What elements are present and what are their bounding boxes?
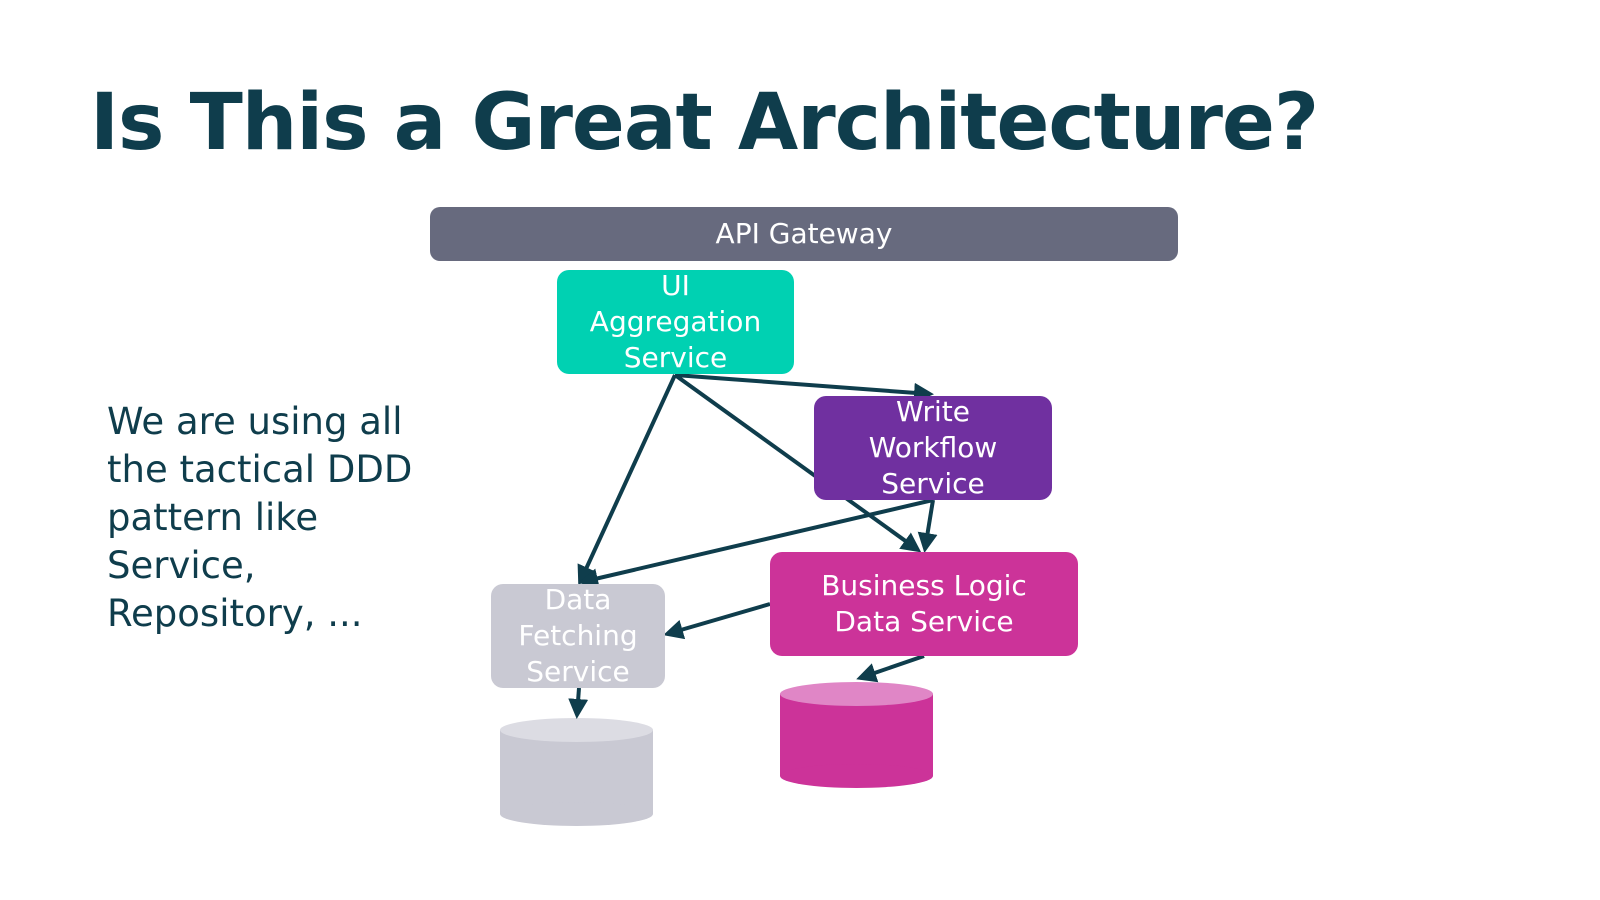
database-icon-data-fetching	[500, 718, 653, 826]
write-workflow-service-box: Write Workflow Service	[814, 395, 1052, 500]
data-fetching-service-box: Data Fetching Service	[491, 583, 665, 688]
arrow-ui-to-write	[674, 373, 934, 403]
arrow-business-to-datafetch	[663, 602, 771, 640]
arrow-business-to-db	[856, 654, 925, 683]
ui-aggregation-service-box: UI Aggregation Service	[557, 269, 794, 374]
slide-title: Is This a Great Architecture?	[90, 78, 1319, 168]
arrow-datafetch-to-db	[568, 687, 589, 719]
arrow-ui-to-datafetch	[577, 374, 677, 586]
api-gateway-box: API Gateway	[430, 207, 1178, 261]
database-icon-business-logic	[780, 682, 933, 788]
slide-body-text: We are using all the tactical DDD patter…	[107, 400, 413, 635]
arrow-write-to-business	[917, 499, 938, 553]
business-logic-data-service-box: Business Logic Data Service	[770, 552, 1078, 656]
